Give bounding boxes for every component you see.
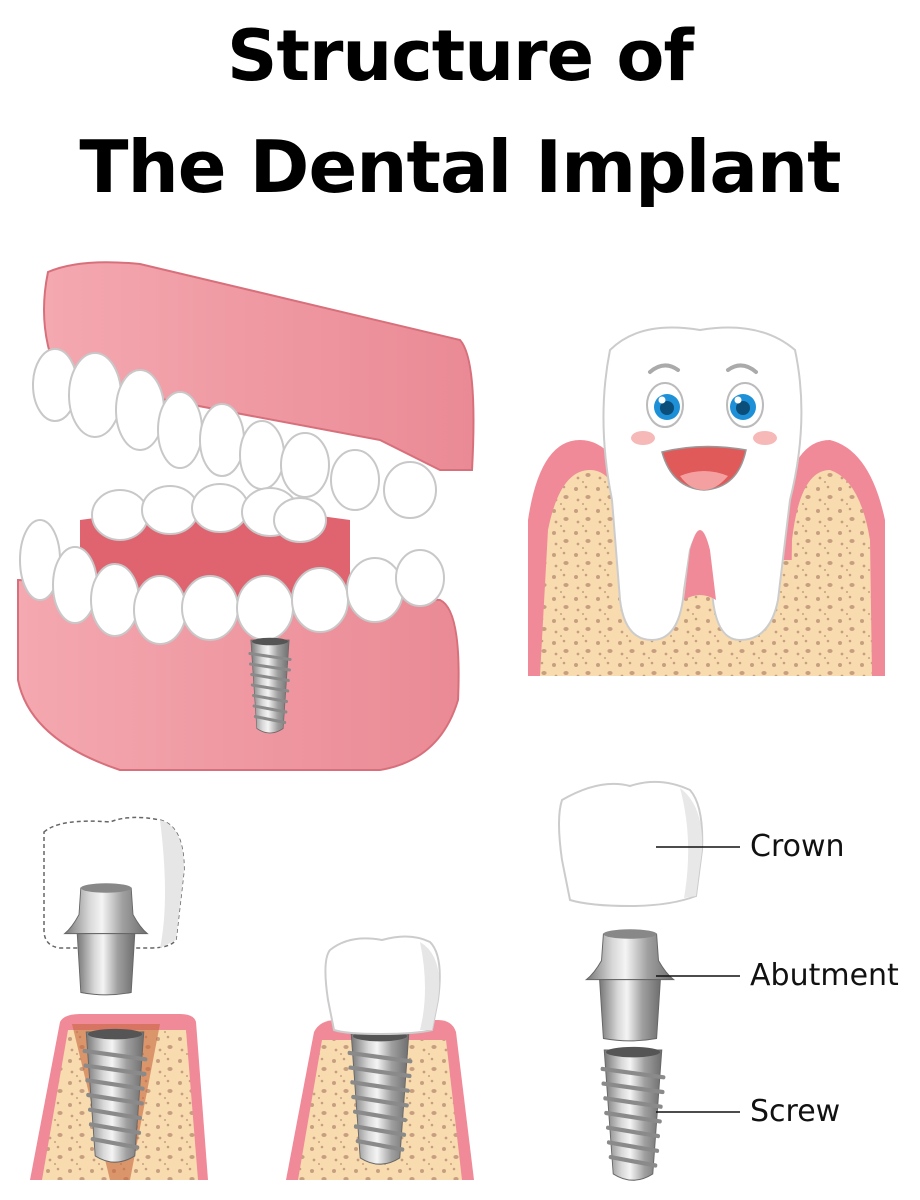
label-abutment: Abutment	[750, 958, 899, 993]
label-screw: Screw	[750, 1094, 841, 1129]
smiling-tooth-illustration	[528, 326, 885, 676]
exploded-implant-illustration	[558, 780, 740, 1180]
abutment-implant-illustration	[30, 816, 208, 1180]
crown-implant-illustration	[286, 935, 474, 1180]
jaw-model-illustration	[17, 261, 475, 771]
label-crown: Crown	[750, 829, 845, 864]
title-line-1: Structure of	[227, 15, 694, 97]
title-line-2: The Dental Implant	[79, 125, 841, 209]
